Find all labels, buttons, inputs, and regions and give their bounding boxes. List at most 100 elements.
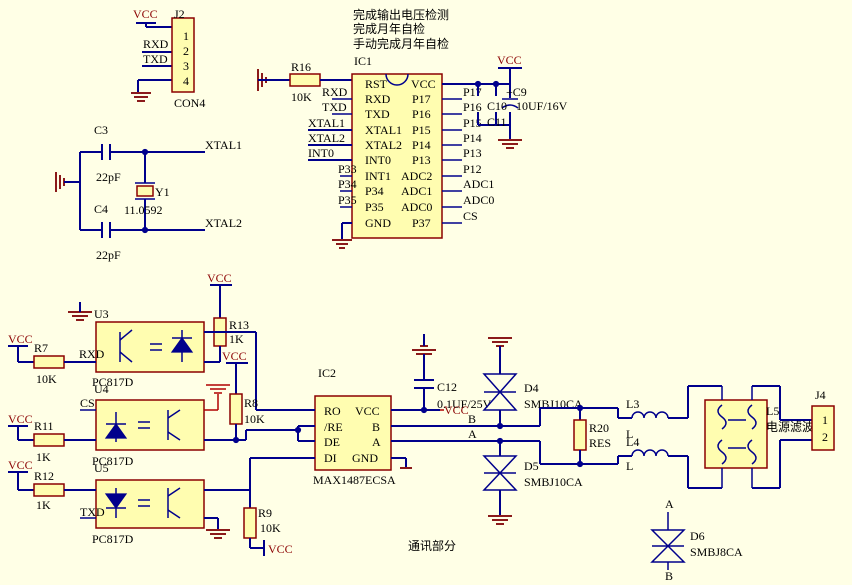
ic1-net-rxd: RXD — [322, 85, 348, 99]
c12-ref: C12 — [437, 380, 457, 394]
j2-name: CON4 — [174, 96, 205, 110]
ic2-body — [314, 395, 392, 471]
ic1-pin-p34: P34 — [365, 184, 384, 198]
ic1-net-p14: P14 — [463, 131, 482, 145]
l4-value: L — [626, 459, 633, 473]
c9-capacitor: VCC +C9 10UF/16V C10 C11 — [474, 53, 568, 149]
ic2-pin-de: DE — [324, 435, 340, 449]
r7-value: 10K — [36, 372, 57, 386]
r13-ref: R13 — [229, 318, 249, 332]
note-line-3: 手动完成月年自检 — [353, 36, 449, 51]
c12-value: 0.1UF/25V — [437, 397, 492, 411]
ic2-pin-a: A — [372, 435, 381, 449]
j2-net-rxd: RXD — [143, 37, 169, 51]
ic1-net-cs: CS — [463, 209, 478, 223]
r7-vcc-label: VCC — [8, 332, 33, 346]
d4-tvs-diode: D4 SMBJ10CA — [482, 337, 583, 430]
d5-part: SMBJ10CA — [524, 475, 583, 489]
r16-ref: R16 — [291, 60, 311, 74]
ic1-pin-adc1: ADC1 — [401, 184, 432, 198]
r7-ref: R7 — [34, 341, 48, 355]
r8-vcc-label: VCC — [222, 349, 247, 363]
d5-tvs-diode: D5 SMBJ10CA — [482, 437, 583, 525]
ic1-pin-p14: P14 — [412, 138, 431, 152]
ic1-net-p35: P35 — [338, 193, 357, 207]
c4-ref: C4 — [94, 202, 108, 216]
r9-ref: R9 — [258, 506, 272, 520]
u3-ref: U3 — [94, 307, 109, 321]
r20-value: RES — [589, 436, 611, 450]
ic1-pin-rxd: RXD — [365, 92, 391, 106]
ic1-body — [351, 73, 443, 239]
u3-part: PC817D — [92, 375, 134, 389]
l5-name: 电源滤波器 — [766, 420, 826, 434]
u4-optocoupler: U4 PC817D VCC R11 1K CS VCC — [8, 349, 265, 468]
ic1-pin-int0: INT0 — [365, 153, 391, 167]
l3-ref: L3 — [626, 397, 639, 411]
c10-ref: C10 — [487, 99, 507, 113]
u3-optocoupler: U3 PC817D VCC R7 10K RXD VCC R13 1K — [8, 271, 257, 410]
ic1-pin-adc2: ADC2 — [401, 169, 432, 183]
ic1-net-p34: P34 — [338, 177, 357, 191]
c9-ref: +C9 — [506, 85, 527, 99]
ic1-pin-txd: TXD — [365, 107, 390, 121]
r20-resistor: R20 RES — [539, 404, 618, 468]
r12-vcc-label: VCC — [8, 458, 33, 472]
ic1-net-adc0: ADC0 — [463, 193, 494, 207]
xtal2-net: XTAL2 — [205, 216, 242, 230]
j2-ref: J2 — [174, 7, 185, 21]
ic1-pin-int1: INT1 — [365, 169, 391, 183]
u3-net-rxd: RXD — [79, 347, 105, 361]
j4-ref: J4 — [815, 388, 826, 402]
c12-capacitor: C12 0.1UF/25V VCC B A — [412, 334, 492, 441]
ic1-net-txd: TXD — [322, 100, 347, 114]
j2-pin-4: 4 — [183, 74, 189, 88]
u5-net-txd: TXD — [80, 505, 105, 519]
u4-net-cs: CS — [80, 396, 95, 410]
r12-ref: R12 — [34, 469, 54, 483]
ic1-pin-p13: P13 — [412, 153, 431, 167]
j2-pin-3: 3 — [183, 59, 189, 73]
d6-part: SMBJ8CA — [690, 545, 743, 559]
j2-net-txd: TXD — [143, 52, 168, 66]
note-line-2: 完成月年自检 — [353, 21, 425, 36]
r8-value: 10K — [244, 412, 265, 426]
u4-part: PC817D — [92, 454, 134, 468]
r16-value: 10K — [291, 90, 312, 104]
l4-ref: L4 — [626, 435, 639, 449]
d4-ref: D4 — [524, 381, 539, 395]
section-label: 通讯部分 — [408, 538, 456, 553]
u5-ref: U5 — [94, 461, 109, 475]
j2-connector: VCC J2 1 2 3 4 CON4 RXD TXD — [131, 7, 205, 110]
ic1-net-p16: P16 — [463, 100, 482, 114]
r16-resistor: R16 10K — [257, 60, 352, 104]
note-line-1: 完成输出电压检测 — [353, 7, 449, 22]
ic2-part: MAX1487ECSA — [313, 473, 396, 487]
u4-ref: U4 — [94, 382, 109, 396]
c12-vcc-label: VCC — [444, 403, 469, 417]
ic2-pin-ro: RO — [324, 404, 341, 418]
ic1-microcontroller: IC1 RST RXD TXD XTAL1 XTAL2 INT0 INT1 P3… — [308, 54, 510, 249]
r8-ref: R8 — [244, 396, 258, 410]
ic2-pin-di: DI — [324, 451, 337, 465]
y1-ref: Y1 — [155, 185, 170, 199]
ic2-transceiver: IC2 RO /RE DE DI VCC B A GND MAX1487ECSA — [246, 366, 540, 487]
r11-vcc-label: VCC — [8, 412, 33, 426]
ic1-pin-xtal1: XTAL1 — [365, 123, 402, 137]
ic1-net-int0: INT0 — [308, 146, 334, 160]
ic1-pin-xtal2: XTAL2 — [365, 138, 402, 152]
ic2-pin-b: B — [372, 420, 380, 434]
ic2-pin-re: /RE — [324, 420, 343, 434]
j2-body — [171, 17, 195, 93]
bus-net-b: B — [468, 412, 476, 426]
d6-net-b: B — [665, 569, 673, 583]
ic1-ref: IC1 — [354, 54, 372, 68]
ic1-net-p13: P13 — [463, 146, 482, 160]
r13-vcc-label: VCC — [207, 271, 232, 285]
c3-value: 22pF — [96, 170, 121, 184]
r20-ref: R20 — [589, 421, 609, 435]
j2-pin-1: 1 — [183, 29, 189, 43]
d5-ref: D5 — [524, 459, 539, 473]
